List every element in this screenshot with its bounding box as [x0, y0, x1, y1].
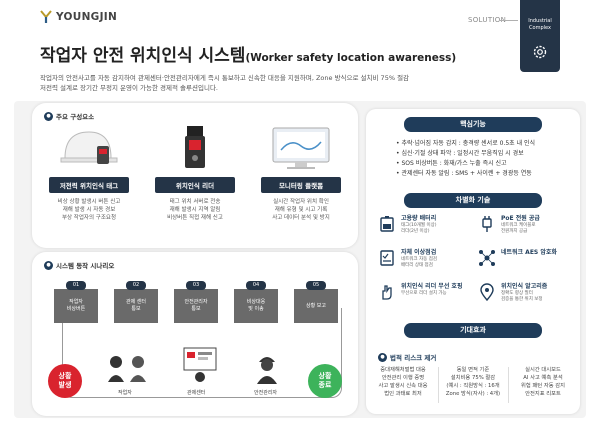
component-reader: 위치인식 리더 태그 위치 서버로 전송 재해 발생시 지역 알림 비상버튼 직…	[150, 122, 240, 222]
brand-name: YOUNGJIN	[56, 11, 118, 23]
status-end-badge: 상황 종료	[308, 364, 342, 398]
scenario-title: ● 시스템 동작 시나리오	[44, 260, 114, 270]
component-platform: 모니터링 플랫폼 실시간 작업자 위치 확인 재해 유형 및 시고 기록 사고 …	[256, 122, 346, 222]
flow-step-4: 04 비상대응 및 이송	[234, 281, 278, 323]
hand-icon	[382, 285, 392, 300]
helmet-image	[59, 122, 119, 172]
checklist-icon	[380, 250, 394, 266]
brand-logo: YOUNGJIN	[40, 10, 117, 24]
category-tab-label: Industrial Complex	[528, 18, 552, 31]
component-platform-desc: 실시간 작업자 위치 확인 재해 유형 및 시고 기록 사고 데이터 분석 및 …	[272, 199, 330, 221]
logo-mark-icon	[40, 10, 52, 23]
flow-step-3: 03 안전관리자 통보	[174, 281, 218, 323]
location-pin-icon	[480, 283, 494, 301]
feature-item: 관제센터 자동 알림 : SMS + 사이렌 + 경광등 연동	[396, 169, 535, 179]
gear-icon	[533, 45, 547, 59]
flow-step-5: 05 상황 보고	[294, 281, 338, 323]
status-start-badge: 상황 발생	[48, 364, 82, 398]
component-tag-label: 저전력 위치인식 태그	[49, 177, 129, 193]
component-reader-desc: 태그 위치 서버로 전송 재해 발생시 지역 알림 비상버튼 직접 재해 신고	[167, 199, 223, 221]
content-panel: ● 주요 구성요소 저전력 위치인식 태그 비상 상황 발생시 버튼 신고 재해…	[14, 101, 586, 418]
network-icon	[479, 250, 495, 266]
feature-item: 심신·기절 상태 파악 : 일정시간 무움직임 시 경보	[396, 149, 535, 159]
effects-subtitle: ● 법적 리스크 제거	[378, 352, 436, 362]
helmet-icon	[60, 131, 118, 164]
feature-item: SOS 비상버튼 : 화재/가스 누출 즉시 신고	[396, 159, 535, 169]
components-card: ● 주요 구성요소 저전력 위치인식 태그 비상 상황 발생시 버튼 신고 재해…	[32, 103, 358, 248]
effect-divider	[438, 367, 439, 403]
reader-icon	[185, 126, 205, 168]
effect-cost: 동일 면적 기준 설치비용 75% 절감 (예시 : 직원방식 : 16개 Zo…	[445, 367, 501, 397]
control-center-icon	[183, 347, 217, 382]
control-center-label: 관제센터	[187, 390, 206, 396]
effect-divider	[508, 367, 509, 403]
effects-heading: 기대효과	[404, 323, 542, 338]
components-title: ● 주요 구성요소	[44, 111, 94, 121]
flow-step-2: 02 관제 센터 통보	[114, 281, 158, 323]
monitor-image	[271, 122, 331, 172]
tech-heading: 차별화 기술	[404, 193, 542, 208]
plug-icon	[482, 216, 492, 232]
manager-icon	[257, 357, 277, 384]
feature-item: 추락·넘어짐 자동 감지 : 충격량 센서로 0.5초 내 인식	[396, 139, 535, 149]
reader-image	[165, 122, 225, 172]
section-dot-icon: ●	[44, 260, 53, 270]
manager-label: 안전관리자	[254, 390, 278, 396]
page-title: 작업자 안전 위치인식 시스템(Worker safety location a…	[40, 46, 457, 66]
page-description: 작업자의 안전사고를 자동 감지하여 관제센터·안전관리자에게 즉시 통보하고 …	[40, 74, 410, 92]
effect-dashboard: 실시간 대시보드 AI 사고 예측 분석 위험 패턴 자동 감지 안전지표 리포…	[520, 367, 566, 397]
component-reader-label: 위치인식 리더	[155, 177, 235, 193]
component-tag-desc: 비상 상황 발생시 버튼 신고 재해 발생 시 자동 경보 부상 작업자의 구조…	[57, 199, 121, 221]
tech-aes: 네트워크 AES 암호화	[478, 249, 578, 267]
effect-legal: 중대재해처벌법 대응 안전관리 이행 증명 사고 발생시 신속 대응 법인 과태…	[378, 367, 428, 397]
features-list: 추락·넘어짐 자동 감지 : 충격량 센서로 0.5초 내 인식 심신·기절 상…	[396, 139, 535, 179]
worker-icon	[108, 356, 146, 382]
battery-icon	[380, 216, 394, 232]
flow-connector	[62, 308, 342, 398]
worker-label: 작업자	[118, 390, 132, 396]
component-tag: 저전력 위치인식 태그 비상 상황 발생시 버튼 신고 재해 발생 시 자동 경…	[44, 122, 134, 222]
component-platform-label: 모니터링 플랫폼	[261, 177, 341, 193]
section-dot-icon: ●	[378, 352, 387, 362]
flow-step-1: 01 작업자 비상버튼	[54, 281, 98, 323]
solution-label: SOLUTION	[468, 16, 507, 24]
features-heading: 핵심기능	[404, 117, 542, 132]
category-tab[interactable]: Industrial Complex	[520, 0, 560, 72]
solution-divider	[500, 20, 518, 21]
scenario-card: ● 시스템 동작 시나리오 01 작업자 비상버튼 02 관제 센터 통보 03…	[32, 252, 358, 416]
monitor-icon	[272, 127, 330, 169]
section-dot-icon: ●	[44, 111, 53, 121]
features-card: 핵심기능 추락·넘어짐 자동 감지 : 충격량 센서로 0.5초 내 인식 심신…	[366, 109, 580, 414]
